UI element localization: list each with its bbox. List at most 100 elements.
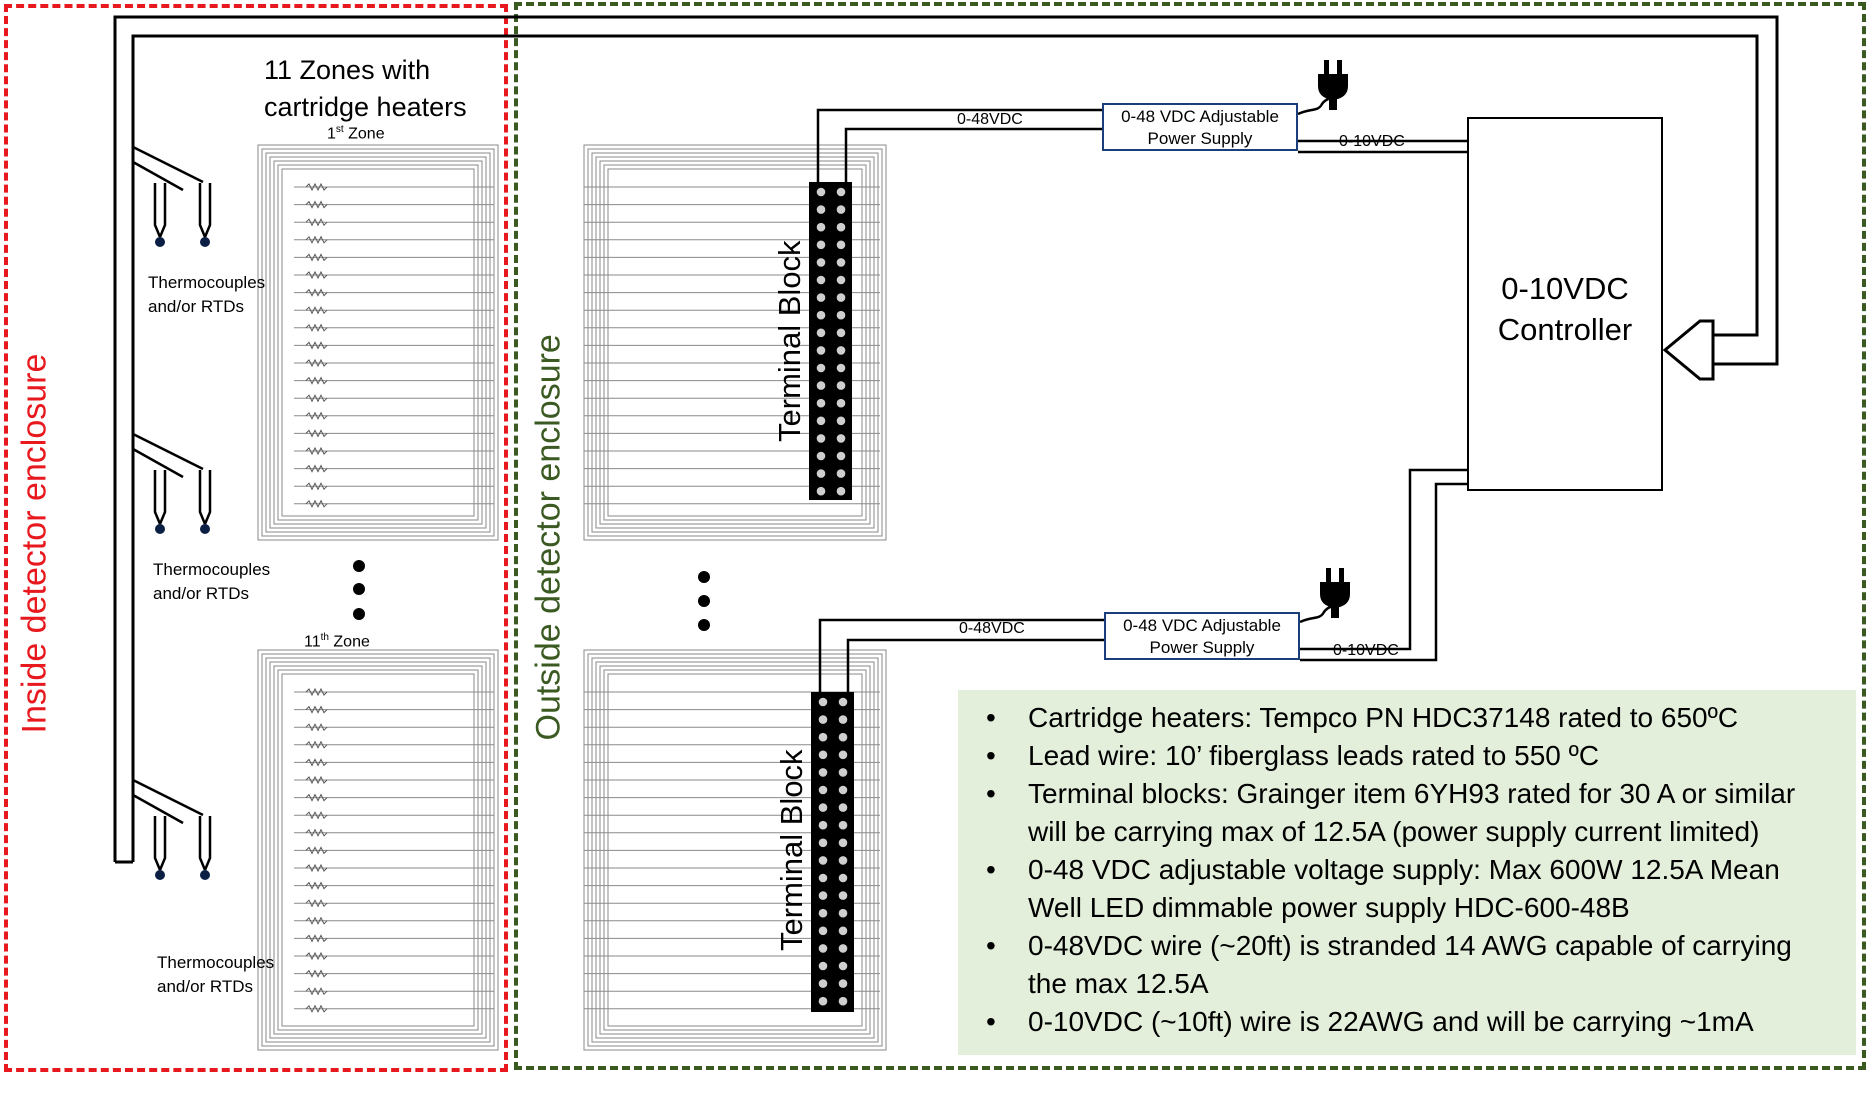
resistor-icon	[305, 376, 328, 385]
terminal-screw-icon	[838, 838, 848, 848]
resistor-icon	[305, 358, 328, 368]
terminal-screw-icon	[838, 803, 848, 812]
note-item: 0-48 VDC adjustable voltage supply: Max …	[970, 851, 1836, 927]
sensor-probe-icon	[153, 470, 167, 534]
terminal-screw-icon	[818, 996, 828, 1006]
inside-enclosure-border	[4, 4, 508, 1072]
resistor-icon	[305, 987, 328, 996]
sensor-label: Thermocouples and/or RTDs	[157, 951, 274, 999]
terminal-screw-icon	[818, 873, 828, 883]
terminal-screw-icon	[836, 346, 846, 355]
power-plug-icon	[1320, 568, 1350, 618]
resistor-icon	[305, 306, 328, 315]
resistor-icon	[305, 499, 328, 508]
resistor-icon	[305, 482, 328, 491]
heater-zones	[257, 144, 499, 1051]
terminal-block	[809, 182, 852, 500]
resistor-icon	[305, 846, 328, 855]
terminal-screw-icon	[816, 363, 826, 373]
terminal-screw-icon	[816, 258, 826, 267]
terminal-screw-icon	[818, 785, 828, 795]
power-supply-box: 0-48 VDC Adjustable Power Supply	[1102, 103, 1298, 151]
notes-list: Cartridge heaters: Tempco PN HDC37148 ra…	[970, 699, 1836, 1041]
note-item: Lead wire: 10’ fiberglass leads rated to…	[970, 737, 1836, 775]
resistor-icon	[305, 235, 328, 244]
terminal-screw-icon	[836, 486, 846, 496]
terminal-screw-icon	[836, 398, 846, 408]
sensor-label-line2: and/or RTDs	[157, 977, 254, 996]
wire-label-0-48vdc: 0-48VDC	[957, 111, 1023, 128]
power-supply-line2: Power Supply	[1147, 129, 1253, 148]
terminal-screw-icon	[818, 803, 828, 812]
terminal-screw-icon	[816, 222, 826, 232]
terminal-screw-icon	[816, 486, 826, 496]
zones-title-line1: 11 Zones with	[264, 55, 431, 85]
terminal-screw-icon	[816, 187, 826, 197]
resistor-icon	[305, 200, 328, 209]
sensor-groups	[132, 145, 212, 880]
zones-title-line2: cartridge heaters	[264, 92, 467, 122]
terminal-blocks	[809, 182, 854, 1012]
resistor-icon	[305, 394, 328, 403]
resistor-icon	[305, 464, 328, 473]
resistor-icon	[305, 705, 328, 714]
resistor-icon	[305, 951, 328, 961]
controller-line2: Controller	[1497, 312, 1633, 347]
resistor-icon	[305, 740, 328, 749]
terminal-screw-icon	[838, 891, 848, 900]
resistor-icon	[305, 270, 328, 280]
terminal-screw-icon	[836, 416, 846, 426]
terminal-screw-icon	[818, 961, 828, 971]
terminal-screw-icon	[838, 944, 848, 953]
terminal-screw-icon	[818, 768, 828, 777]
power-supply-line2: Power Supply	[1149, 638, 1255, 657]
resistor-icon	[305, 687, 328, 697]
resistor-icon	[305, 969, 328, 978]
resistor-icon	[305, 828, 328, 837]
power-supply-line1: 0-48 VDC Adjustable	[1123, 616, 1281, 635]
outside-enclosure-border	[514, 2, 1866, 1070]
terminal-screw-icon	[836, 293, 846, 302]
sensor-label: Thermocouples and/or RTDs	[148, 271, 265, 319]
terminal-block	[811, 692, 854, 1012]
power-supply-box: 0-48 VDC Adjustable Power Supply	[1104, 612, 1300, 660]
sensor-label-line1: Thermocouples	[157, 953, 275, 972]
terminal-screw-icon	[836, 310, 846, 320]
resistor-icon	[305, 182, 328, 192]
terminal-screw-icon	[838, 768, 848, 777]
terminal-screw-icon	[816, 434, 826, 443]
note-item: 0-48VDC wire (~20ft) is stranded 14 AWG …	[970, 927, 1836, 1003]
terminal-screw-icon	[836, 205, 846, 214]
sensor-group	[132, 145, 212, 247]
terminal-screw-icon	[816, 293, 826, 302]
sensor-group	[132, 778, 212, 880]
terminal-screw-icon	[836, 187, 846, 197]
terminal-screw-icon	[816, 205, 826, 214]
terminal-screw-icon	[816, 328, 826, 338]
heater-zone	[257, 144, 499, 541]
resistor-icon	[305, 446, 328, 456]
terminal-screw-icon	[838, 750, 848, 760]
terminal-screw-icon	[836, 275, 846, 285]
terminal-block-label: Terminal Block	[774, 749, 809, 951]
terminal-screw-icon	[838, 908, 848, 918]
notes-box: Cartridge heaters: Tempco PN HDC37148 ra…	[958, 690, 1856, 1055]
terminal-screw-icon	[816, 451, 826, 461]
terminal-screw-icon	[818, 838, 828, 848]
resistor-icon	[305, 723, 328, 732]
resistor-icon	[305, 1004, 328, 1013]
terminal-screw-icon	[816, 240, 826, 250]
resistor-icon	[305, 341, 328, 350]
terminal-screw-icon	[838, 697, 848, 707]
terminal-screw-icon	[836, 434, 846, 443]
sensor-label-line1: Thermocouples	[153, 560, 271, 579]
sensor-probe-icon	[198, 816, 212, 880]
terminal-screw-icon	[818, 979, 828, 988]
resistor-icon	[305, 793, 328, 802]
resistor-icon	[305, 429, 328, 438]
feedback-bus	[113, 15, 1779, 864]
terminal-screw-icon	[838, 856, 848, 865]
terminal-screw-icon	[838, 996, 848, 1006]
terminal-screw-icon	[836, 469, 846, 478]
first-zone-label: 1st Zone	[327, 124, 385, 143]
